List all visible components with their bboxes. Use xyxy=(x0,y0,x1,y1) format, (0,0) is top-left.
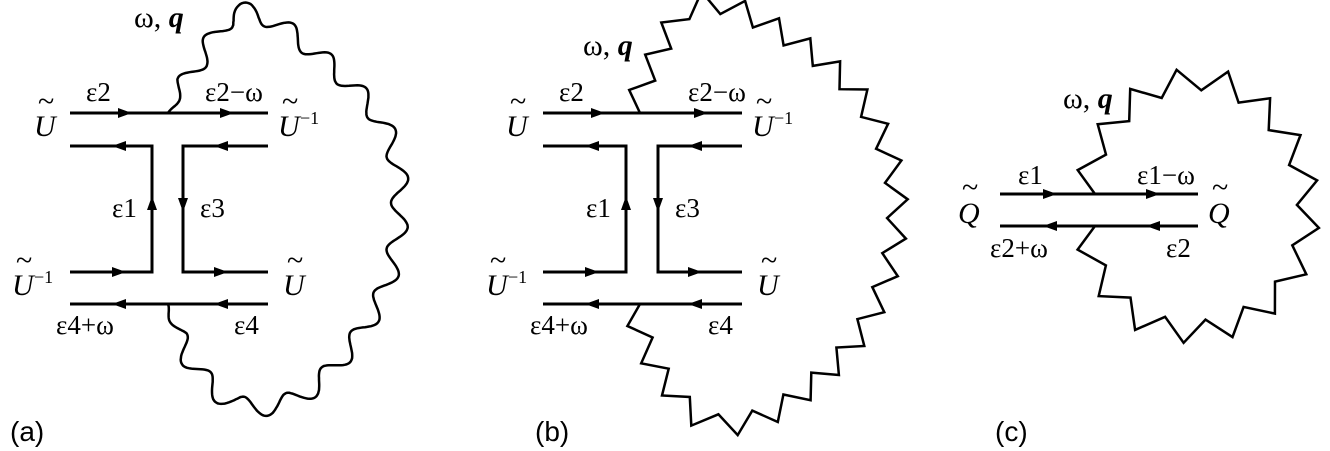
panel-a-tilde-tl: ~ xyxy=(38,85,54,118)
panel-c-eps-bot-right: ε2 xyxy=(1166,233,1191,263)
panel-a-eps-top-right: ε2−ω xyxy=(205,77,263,107)
panel-c-eps-bot-left: ε2+ω xyxy=(990,233,1048,263)
panel-c-tag: (c) xyxy=(995,416,1028,447)
panel-a-left-line xyxy=(70,144,154,274)
panel-c xyxy=(1000,67,1321,345)
panel-a-eps-right-vert: ε3 xyxy=(200,193,225,223)
panel-c-eps-top-left: ε1 xyxy=(1018,160,1043,190)
panel-b-eps-bot-right: ε4 xyxy=(708,310,733,340)
panel-b-right-line xyxy=(656,144,742,274)
panel-a-sup-bl: −1 xyxy=(34,267,53,287)
panel-b-eps-left-vert: ε1 xyxy=(586,193,611,223)
panel-b-U-top-left: U xyxy=(506,110,530,143)
panel-b-tag: (b) xyxy=(535,416,569,447)
panel-a-right-line xyxy=(181,144,268,274)
panel-b-arrow-top-left xyxy=(591,108,605,118)
panel-b-eps-top-left: ε2 xyxy=(559,77,584,107)
panel-c-Q-left: Q xyxy=(958,197,980,230)
panel-a-arrow-up xyxy=(147,196,157,210)
panel-b-eps-right-vert: ε3 xyxy=(675,193,700,223)
panel-a-arrow-low-right xyxy=(214,267,228,277)
panel-a-tilde-tr: ~ xyxy=(282,85,298,118)
panel-c-labels: ω, q ε1 ε1−ω ε2+ω ε2 Q ~ Q ~ (c) xyxy=(958,82,1230,447)
panel-a-eps-left-vert: ε1 xyxy=(112,193,137,223)
panel-b-eps-bot-left: ε4+ω xyxy=(530,310,588,340)
panel-b-photon-zigzag xyxy=(625,0,910,438)
panel-c-tilde-left: ~ xyxy=(962,171,978,204)
panel-a-eps-bot-right: ε4 xyxy=(234,310,259,340)
panel-a-U-top-left: U xyxy=(34,110,58,143)
panel-a-tilde-bl: ~ xyxy=(16,244,32,277)
panel-b-tilde-br: ~ xyxy=(761,244,777,277)
panel-b-tilde-bl: ~ xyxy=(490,244,506,277)
panel-b-arrow-mid-right xyxy=(688,141,702,151)
panel-b-arrow-down xyxy=(653,198,663,212)
panel-b-arrow-top-right xyxy=(694,108,708,118)
panel-a-sup-tr: −1 xyxy=(300,108,319,128)
panel-a-arrow-low-left xyxy=(112,267,126,277)
panel-c-tilde-right: ~ xyxy=(1212,171,1228,204)
panel-b-U-bot-left: U xyxy=(486,269,510,302)
panel-a-arrow-top-left xyxy=(118,108,132,118)
panel-b-U-top-right: U xyxy=(752,110,776,143)
panel-b-arrow-low-left xyxy=(585,267,599,277)
panel-b-arrow-up xyxy=(621,196,631,210)
panel-c-arrow-top-left xyxy=(1043,189,1057,199)
panel-c-photon-label: ω, q xyxy=(1063,82,1113,115)
panel-b-arrow-bot-right xyxy=(688,299,702,309)
panel-b-arrow-low-right xyxy=(688,267,702,277)
panel-a-arrow-mid-left xyxy=(112,141,126,151)
panel-b-sup-tr: −1 xyxy=(774,108,793,128)
panel-a-arrow-mid-right xyxy=(214,141,228,151)
panel-b-arrow-mid-left xyxy=(585,141,599,151)
panel-a-arrow-bot-right xyxy=(214,299,228,309)
panel-c-photon-zigzag xyxy=(1075,67,1321,345)
panel-c-arrow-bot-left xyxy=(1043,221,1057,231)
panel-a-U-bot-left: U xyxy=(12,269,36,302)
panel-b-U-bot-right: U xyxy=(757,269,781,302)
panel-a-U-bot-right: U xyxy=(283,269,307,302)
panel-a-arrow-down xyxy=(178,198,188,212)
panel-a-arrow-bot-left xyxy=(112,299,126,309)
panel-b-left-line xyxy=(543,144,628,274)
panel-a xyxy=(70,1,410,418)
panel-c-arrow-bot-right xyxy=(1146,221,1160,231)
panel-b-arrow-bot-left xyxy=(585,299,599,309)
panel-c-eps-top-right: ε1−ω xyxy=(1137,160,1195,190)
panel-a-tilde-br: ~ xyxy=(287,244,303,277)
panel-a-eps-bot-left: ε4+ω xyxy=(56,310,114,340)
panel-a-photon-wavy xyxy=(166,1,410,418)
panel-b-eps-top-right: ε2−ω xyxy=(688,77,746,107)
panel-b-photon-label: ω, q xyxy=(583,29,633,62)
panel-a-photon-label: ω, q xyxy=(134,1,184,34)
panel-b-tilde-tl: ~ xyxy=(510,85,526,118)
panel-a-eps-top-left: ε2 xyxy=(86,77,111,107)
panel-a-tag: (a) xyxy=(10,416,44,447)
panel-a-arrow-top-right xyxy=(220,108,234,118)
panel-b xyxy=(543,0,910,438)
panel-a-labels: ω, q ε2 ε2−ω ε1 ε3 ε4+ω ε4 U ~ U ~ −1 U … xyxy=(10,1,319,447)
panel-b-sup-bl: −1 xyxy=(508,267,527,287)
panel-a-U-top-right: U xyxy=(278,110,302,143)
panel-b-labels: ω, q ε2 ε2−ω ε1 ε3 ε4+ω ε4 U ~ U ~ −1 U … xyxy=(486,29,793,447)
panel-c-arrow-top-right xyxy=(1146,189,1160,199)
panel-c-Q-right: Q xyxy=(1208,197,1230,230)
panel-b-tilde-tr: ~ xyxy=(756,85,772,118)
